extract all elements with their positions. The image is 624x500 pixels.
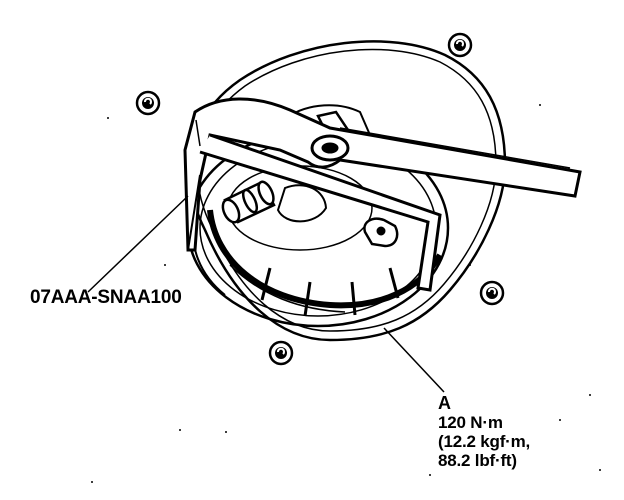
- torque-callout: A 120 N·m (12.2 kgf·m, 88.2 lbf·ft): [438, 393, 531, 471]
- callout-letter: A: [438, 393, 451, 413]
- bolt-icon: [135, 90, 161, 116]
- bolt-icon: [479, 280, 505, 306]
- tool-leader-line: [87, 195, 189, 293]
- callout-leader-line: [383, 327, 445, 393]
- special-tool-label: 07AAA-SNAA100: [30, 287, 182, 308]
- torque-value-nm: 120 N·m: [438, 413, 503, 432]
- torque-value-kgfm: (12.2 kgf·m,: [438, 432, 531, 451]
- electrical-connector: [363, 217, 399, 248]
- print-specks: [91, 104, 601, 483]
- torque-value-lbfft: 88.2 lbf·ft): [438, 451, 517, 470]
- special-tool-wrench: [183, 97, 582, 292]
- bolt-icon: [268, 340, 294, 366]
- bolt-icon: [447, 32, 473, 58]
- fuel-nipple: [221, 180, 276, 224]
- leader-lines: [87, 195, 445, 393]
